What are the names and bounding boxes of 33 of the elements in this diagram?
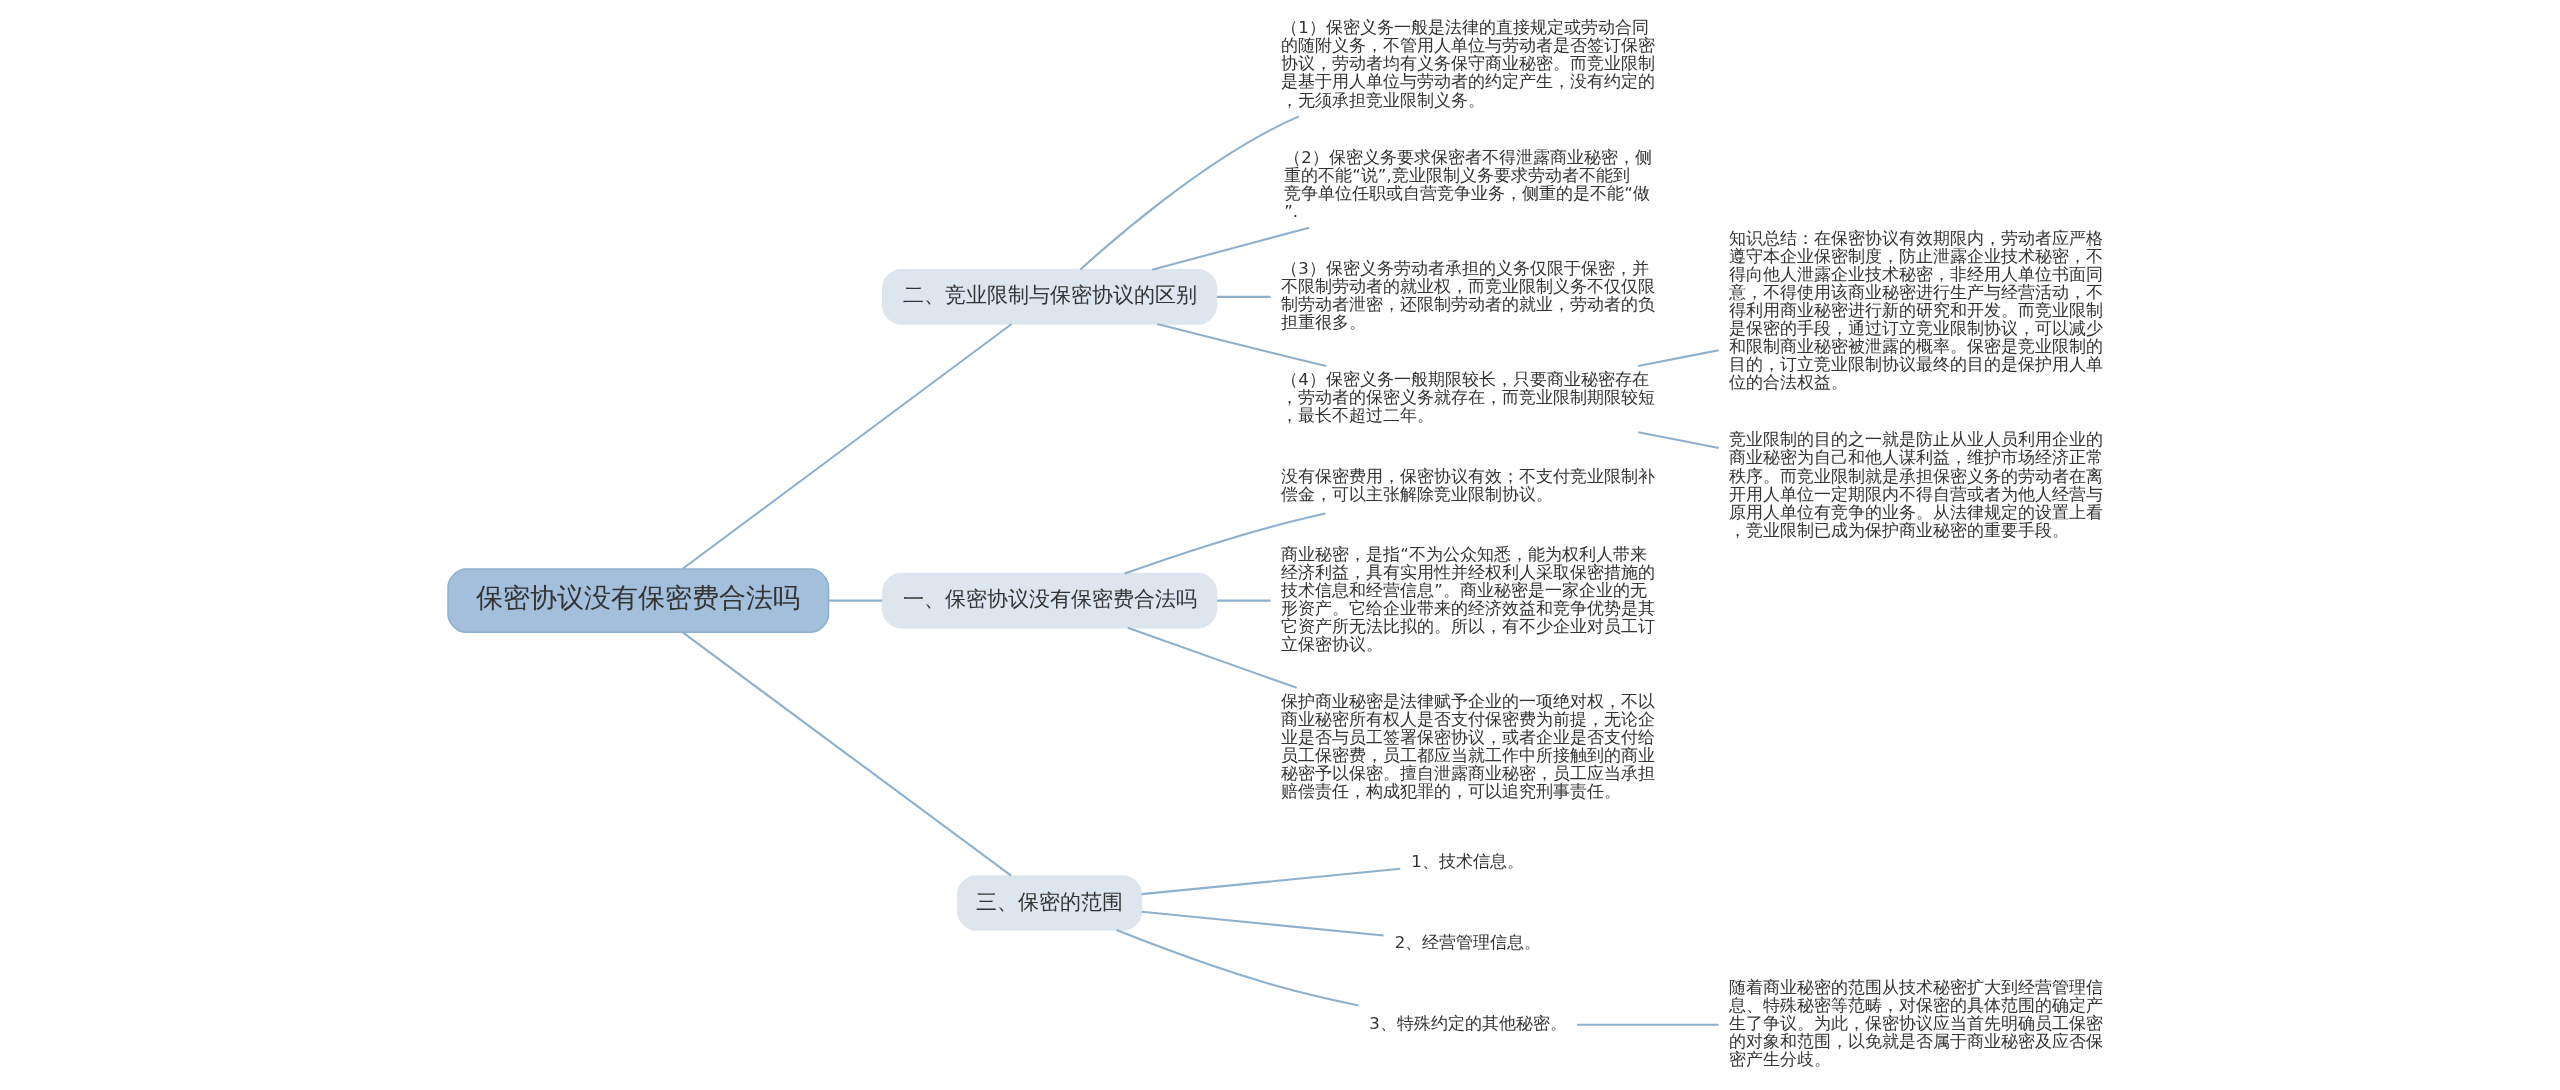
node-text: 商业秘密，是指“不为公众知悉，能为权利人带来经济利益，具有实用性并经权利人采取保密措施的技术信息和经营信息”。商业秘密是一家企业的无形资产。它给企业带来的经济效益和竞争优势是其它资产所无法比拟的。所以，有不少企业对员工订立保密协议。 (1280, 544, 1655, 654)
connector (1141, 910, 1384, 937)
node-text: 没有保密费用，保密协议有效；不支付竞业限制补偿金，可以主张解除竞业限制协议。 (1280, 466, 1655, 504)
node-text: （1）保密义务一般是法律的直接规定或劳动合同的随附义务，不管用人单位与劳动者是否签订保密协议，劳动者均有义务保守商业秘密。而竞业限制是基于用人单位与劳动者的约定产生，没有约定的，无须承担竞业限制义务。 (1280, 18, 1655, 110)
node-text: 随着商业秘密的范围从技术秘密扩大到经营管理信息、特殊秘密等范畴，对保密的具体范围的确定产生了争议。为此，保密协议应当首先明确员工保密的对象和范围，以免就是否属于商业秘密及应否保密产生分歧。 (1728, 977, 2103, 1070)
node-box: 一、保密协议没有保密费合法吗 (881, 572, 1217, 629)
connector (1216, 599, 1271, 602)
connector (1151, 226, 1309, 271)
connector (681, 323, 1012, 570)
node-text: （2）保密义务要求保密者不得泄露商业秘密，侧重的不能“说”,竞业限制义务要求劳动者不能到竞争单位任职或自营竞争业务，侧重的是不能“做”. (1283, 147, 1652, 221)
node-text: 保护商业秘密是法律赋予企业的一项绝对权，不以商业秘密所有权人是否支付保密费为前提，无论企业是否与员工签署保密协议，或者企业是否支付给员工保密费，员工都应当就工作中所接触到的商业秘密予以保密。擅自泄露商业秘密，员工应当承担赔偿责任，构成犯罪的，可以追究刑事责任。 (1280, 692, 1655, 802)
connector (1216, 295, 1271, 298)
connector (1115, 929, 1359, 1007)
connector (1576, 1023, 1718, 1026)
connector (1123, 512, 1326, 575)
connector (1141, 867, 1400, 896)
node-box: 二、竞业限制与保密协议的区别 (881, 269, 1217, 325)
node-text: 2、经营管理信息。 (1394, 932, 1541, 952)
node-text: 1、技术信息。 (1410, 851, 1524, 871)
node-box: 保密协议没有保密费合法吗 (446, 568, 829, 633)
connector (1637, 349, 1719, 368)
node-text: 3、特殊约定的其他秘密。 (1368, 1014, 1567, 1033)
node-text: （4）保密义务一般期限较长，只要商业秘密存在，劳动者的保密义务就存在，而竞业限制期限较短，最长不超过二年。 (1280, 370, 1655, 426)
connector (1156, 323, 1327, 367)
connector (1079, 115, 1299, 271)
connector (1126, 626, 1297, 689)
connector (1637, 431, 1719, 450)
node-text: （3）保密义务劳动者承担的义务仅限于保密，并不限制劳动者的就业权，而竞业限制义务不仅仅限制劳动者泄密，还限制劳动者的就业，劳动者的负担重很多。 (1280, 258, 1655, 333)
node-text: 竞业限制的目的之一就是防止从业人员利用企业的商业秘密为自己和他人谋利益，维护市场经济正常秩序。而竞业限制就是承担保密义务的劳动者在离开用人单位一定期限内不得自营或者为他人经营与原用人单位有竞争的业务。从法律规定的设置上看，竞业限制已成为保护商业秘密的重要手段。 (1728, 430, 2103, 540)
connector (681, 631, 1012, 877)
node-text: 知识总结：在保密协议有效期限内，劳动者应严格遵守本企业保密制度，防止泄露企业技术秘密，不得向他人泄露企业技术秘密，非经用人单位书面同意，不得使用该商业秘密进行生产与经营活动，不得利用商业秘密进行新的研究和开发。而竞业限制是保密的手段，通过订立竞业限制协议，可以减少和限制商业秘密被泄露的概率。保密是竞业限制的目的，订立竞业限制协议最终的目的是保护用人单位的合法权益。 (1728, 228, 2103, 393)
connector (828, 599, 882, 602)
node-box: 三、保密的范围 (956, 875, 1142, 931)
